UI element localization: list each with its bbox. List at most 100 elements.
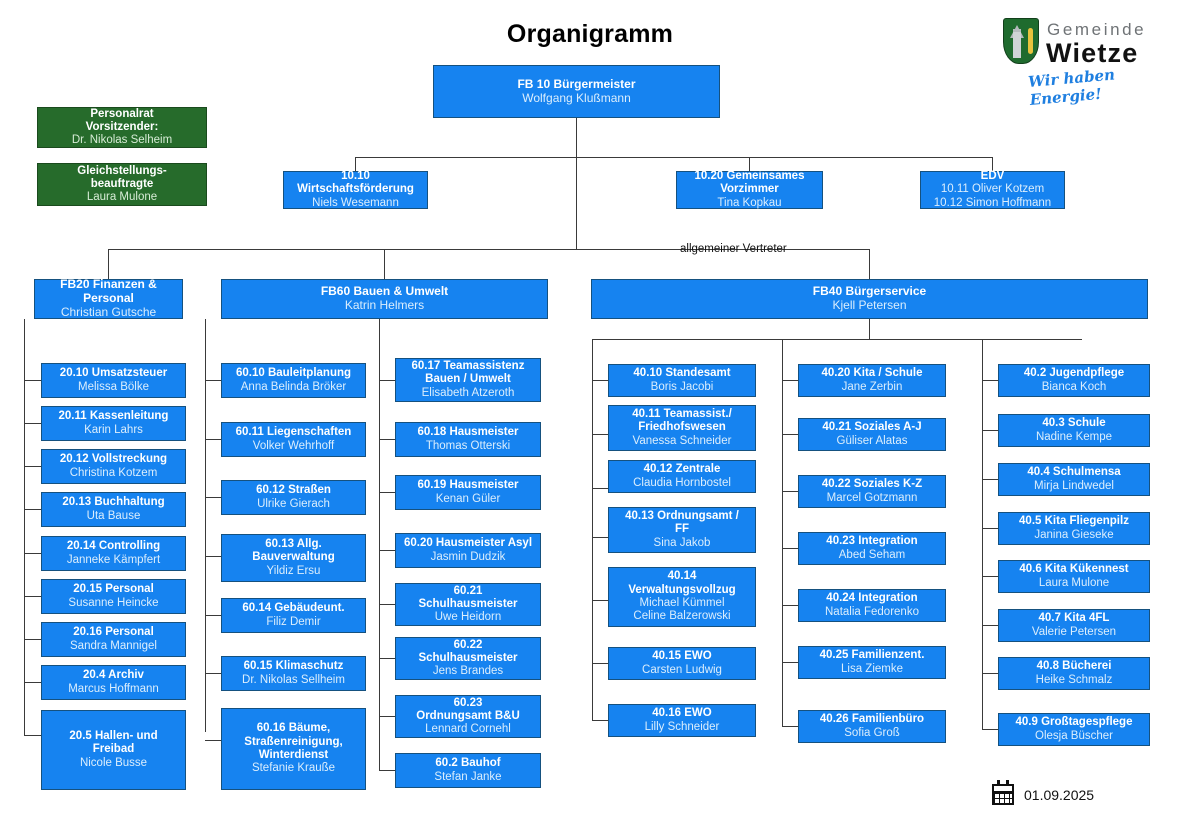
connector-fb60c2-7: [379, 716, 395, 718]
node-40-6[interactable]: 40.6 Kita Kükennest Laura Mulone: [998, 560, 1150, 593]
node-title-line2: beauftragte: [90, 177, 154, 190]
node-60-12[interactable]: 60.12 Straßen Ulrike Gierach: [221, 480, 366, 515]
node-gleichstellungsbeauftragte[interactable]: Gleichstellungs- beauftragte Laura Mulon…: [37, 163, 207, 206]
node-fb40-buergerservice[interactable]: FB40 Bürgerservice Kjell Petersen: [591, 279, 1148, 319]
connector-fb40c1-6: [592, 663, 608, 665]
connector-fb20-2: [24, 423, 41, 425]
node-title: 40.4 Schulmensa: [1027, 466, 1121, 479]
node-60-15[interactable]: 60.15 Klimaschutz Dr. Nikolas Sellheim: [221, 656, 366, 691]
node-fb60-bauen-umwelt[interactable]: FB60 Bauen & Umwelt Katrin Helmers: [221, 279, 548, 319]
node-40-15[interactable]: 40.15 EWO Carsten Ludwig: [608, 647, 756, 680]
node-40-16[interactable]: 40.16 EWO Lilly Schneider: [608, 704, 756, 737]
node-title-line2: Bauverwaltung: [252, 551, 335, 564]
node-40-14[interactable]: 40.14 Verwaltungsvollzug Michael Kümmel …: [608, 567, 756, 627]
node-20-11[interactable]: 20.11 Kassenleitung Karin Lahrs: [41, 406, 186, 441]
node-person: Dr. Nikolas Sellheim: [242, 673, 345, 686]
node-person: Melissa Bölke: [78, 380, 149, 393]
node-40-13[interactable]: 40.13 Ordnungsamt / FF Sina Jakob: [608, 507, 756, 553]
page-title: Organigramm: [506, 20, 674, 48]
node-20-4[interactable]: 20.4 Archiv Marcus Hoffmann: [41, 665, 186, 700]
node-fb20-finanzen-personal[interactable]: FB20 Finanzen & Personal Christian Gutsc…: [34, 277, 183, 319]
node-40-23[interactable]: 40.23 Integration Abed Seham: [798, 532, 946, 565]
node-40-3[interactable]: 40.3 Schule Nadine Kempe: [998, 414, 1150, 447]
connector-to-fb60: [384, 249, 386, 279]
node-title: 20.10 Umsatzsteuer: [59, 367, 168, 380]
node-60-18[interactable]: 60.18 Hausmeister Thomas Otterski: [395, 422, 541, 457]
node-60-19[interactable]: 60.19 Hausmeister Kenan Güler: [395, 475, 541, 510]
node-60-10[interactable]: 60.10 Bauleitplanung Anna Belinda Bröker: [221, 363, 366, 398]
node-person: Lilly Schneider: [644, 720, 720, 733]
node-title-line3: Winterdienst: [258, 749, 329, 761]
footer-date: 01.09.2025: [992, 780, 1094, 805]
node-40-9[interactable]: 40.9 Großtagespflege Olesja Büscher: [998, 713, 1150, 746]
node-60-16[interactable]: 60.16 Bäume, Straßenreinigung, Winterdie…: [221, 708, 366, 790]
node-1010-wirtschaftsfoerderung[interactable]: 10.10 Wirtschaftsförderung Niels Weseman…: [283, 170, 428, 209]
node-40-22[interactable]: 40.22 Soziales K-Z Marcel Gotzmann: [798, 475, 946, 508]
node-20-13[interactable]: 20.13 Buchhaltung Uta Bause: [41, 492, 186, 527]
node-title: 60.19 Hausmeister: [417, 479, 519, 492]
node-person: Dr. Nikolas Selheim: [71, 134, 173, 147]
connector-fb60c2-8: [379, 770, 395, 772]
node-person: Wolfgang Klußmann: [522, 90, 631, 105]
node-title: 40.10 Standesamt: [633, 367, 731, 380]
node-20-12[interactable]: 20.12 Vollstreckung Christina Kotzem: [41, 449, 186, 484]
connector-level2-bus: [355, 157, 993, 159]
node-40-25[interactable]: 40.25 Familienzent. Lisa Ziemke: [798, 646, 946, 679]
node-person: Uwe Heidorn: [434, 611, 502, 624]
node-40-11[interactable]: 40.11 Teamassist./ Friedhofswesen Vaness…: [608, 405, 756, 451]
node-60-14[interactable]: 60.14 Gebäudeunt. Filiz Demir: [221, 598, 366, 633]
node-20-5[interactable]: 20.5 Hallen- und Freibad Nicole Busse: [41, 710, 186, 790]
connector-fb20-4: [24, 509, 41, 511]
node-40-2[interactable]: 40.2 Jugendpflege Bianca Koch: [998, 364, 1150, 397]
node-40-12[interactable]: 40.12 Zentrale Claudia Hornbostel: [608, 460, 756, 493]
node-1020-gemeinsames-vorzimmer[interactable]: 10.20 Gemeinsames Vorzimmer Tina Kopkau: [676, 170, 823, 209]
node-20-10[interactable]: 20.10 Umsatzsteuer Melissa Bölke: [41, 363, 186, 398]
node-60-2[interactable]: 60.2 Bauhof Stefan Janke: [395, 753, 541, 788]
node-60-21[interactable]: 60.21 Schulhausmeister Uwe Heidorn: [395, 583, 541, 626]
node-fb10-buergermeister[interactable]: FB 10 Bürgermeister Wolfgang Klußmann: [433, 65, 720, 118]
node-40-26[interactable]: 40.26 Familienbüro Sofia Groß: [798, 710, 946, 743]
node-person: Volker Wehrhoff: [252, 439, 335, 452]
node-title: 40.25 Familienzent.: [819, 649, 925, 662]
connector-fb40c2-5: [782, 605, 798, 607]
connector-to-fb40: [869, 249, 871, 279]
node-60-23[interactable]: 60.23 Ordnungsamt B&U Lennard Cornehl: [395, 695, 541, 738]
node-60-13[interactable]: 60.13 Allg. Bauverwaltung Yildiz Ersu: [221, 534, 366, 582]
node-person: Niels Wesemann: [312, 196, 399, 209]
node-person: Kjell Petersen: [832, 298, 907, 312]
node-60-22[interactable]: 60.22 Schulhausmeister Jens Brandes: [395, 637, 541, 680]
node-60-17[interactable]: 60.17 Teamassistenz Bauen / Umwelt Elisa…: [395, 358, 541, 402]
node-20-16[interactable]: 20.16 Personal Sandra Mannigel: [41, 622, 186, 657]
connector-fb40c2-7: [782, 726, 798, 728]
node-40-20[interactable]: 40.20 Kita / Schule Jane Zerbin: [798, 364, 946, 397]
node-title: 40.15 EWO: [652, 650, 712, 663]
node-person: Marcus Hoffmann: [68, 682, 159, 695]
node-40-4[interactable]: 40.4 Schulmensa Mirja Lindwedel: [998, 463, 1150, 496]
node-person: Michael Kümmel: [639, 597, 725, 609]
node-title-line2: Schulhausmeister: [418, 651, 518, 664]
node-person: Boris Jacobi: [650, 380, 714, 393]
node-60-20[interactable]: 60.20 Hausmeister Asyl Jasmin Dudzik: [395, 533, 541, 568]
node-person: Uta Bause: [86, 509, 141, 522]
node-personalrat[interactable]: Personalrat Vorsitzender: Dr. Nikolas Se…: [37, 107, 207, 148]
node-60-11[interactable]: 60.11 Liegenschaften Volker Wehrhoff: [221, 422, 366, 457]
node-40-10[interactable]: 40.10 Standesamt Boris Jacobi: [608, 364, 756, 397]
node-person: Christian Gutsche: [60, 304, 157, 319]
node-20-14[interactable]: 20.14 Controlling Janneke Kämpfert: [41, 536, 186, 571]
node-person: Karin Lahrs: [84, 423, 143, 436]
node-40-21[interactable]: 40.21 Soziales A-J Güliser Alatas: [798, 418, 946, 451]
connector-fb60c2-1: [379, 380, 395, 382]
node-title-line1: 60.23: [453, 696, 483, 709]
node-40-5[interactable]: 40.5 Kita Fliegenpilz Janina Gieseke: [998, 512, 1150, 545]
node-title: 40.21 Soziales A-J: [822, 421, 922, 434]
node-title: 60.11 Liegenschaften: [235, 426, 352, 439]
node-20-15[interactable]: 20.15 Personal Susanne Heincke: [41, 579, 186, 614]
node-title: 40.2 Jugendpflege: [1023, 367, 1125, 380]
connector-root-spine: [576, 157, 578, 250]
node-person: Thomas Otterski: [425, 439, 511, 452]
node-40-7[interactable]: 40.7 Kita 4FL Valerie Petersen: [998, 609, 1150, 642]
node-40-8[interactable]: 40.8 Bücherei Heike Schmalz: [998, 657, 1150, 690]
node-edv[interactable]: EDV 10.11 Oliver Kotzem 10.12 Simon Hoff…: [920, 170, 1065, 209]
node-40-24[interactable]: 40.24 Integration Natalia Fedorenko: [798, 589, 946, 622]
node-title-line1: 60.16 Bäume,: [256, 722, 331, 735]
